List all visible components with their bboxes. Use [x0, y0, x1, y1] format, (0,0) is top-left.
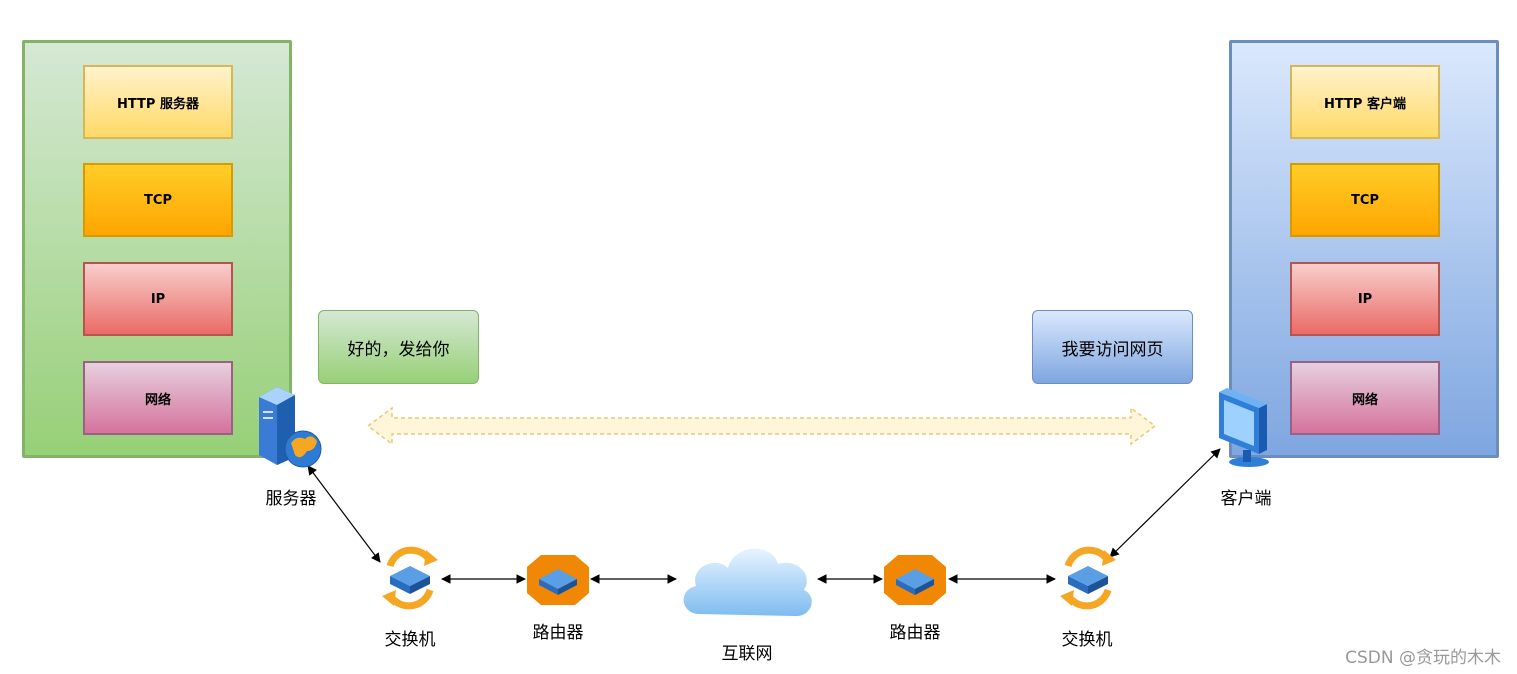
server-tcp-layer: TCP — [83, 163, 233, 237]
client-request-bubble: 我要访问网页 — [1032, 310, 1193, 384]
client-computer-icon — [1219, 388, 1269, 467]
router-right-icon — [884, 555, 946, 605]
client-ip-layer: IP — [1290, 262, 1440, 336]
internet-cloud-icon — [683, 548, 812, 617]
switch-right-icon — [1060, 546, 1116, 610]
server-icon — [259, 387, 322, 468]
client-label: 客户端 — [1220, 489, 1272, 509]
client-protocol-stack: HTTP 客户端 TCP IP 网络 — [1229, 40, 1499, 458]
router-left-icon — [527, 555, 589, 605]
client-tcp-layer: TCP — [1290, 163, 1440, 237]
server-reply-bubble: 好的，发给你 — [318, 310, 479, 384]
router-right-label: 路由器 — [889, 623, 941, 643]
server-http-layer: HTTP 服务器 — [83, 65, 233, 139]
internet-label: 互联网 — [721, 644, 773, 664]
watermark: CSDN @贪玩的木木 — [1345, 648, 1501, 668]
client-http-layer: HTTP 客户端 — [1290, 65, 1440, 139]
communication-arrow — [366, 406, 1157, 446]
server-network-layer: 网络 — [83, 361, 233, 435]
client-network-layer: 网络 — [1290, 361, 1440, 435]
router-left-label: 路由器 — [532, 623, 584, 643]
server-label: 服务器 — [265, 489, 317, 509]
switch-right-label: 交换机 — [1061, 630, 1113, 650]
link-switch-client — [1109, 448, 1221, 558]
server-protocol-stack: HTTP 服务器 TCP IP 网络 — [22, 40, 292, 458]
link-server-switch — [307, 465, 381, 563]
switch-left-icon — [382, 546, 438, 610]
switch-left-label: 交换机 — [384, 630, 436, 650]
server-ip-layer: IP — [83, 262, 233, 336]
